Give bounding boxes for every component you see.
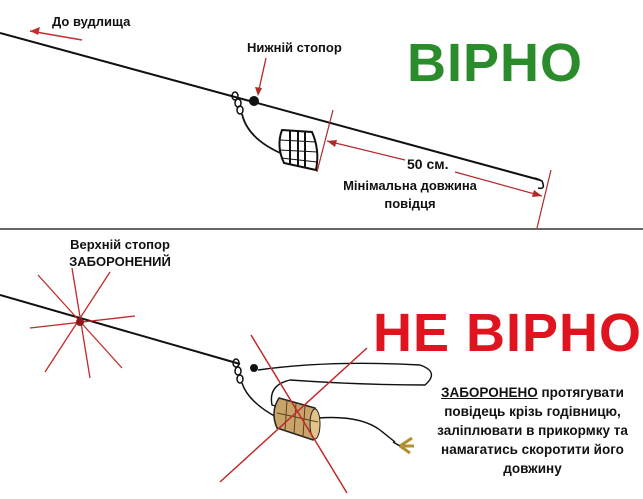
verdict-correct: ВІРНО [407,33,584,93]
to-rod-arrow [29,30,83,41]
wrong-rig [0,267,433,494]
stopper-bead-icon [249,96,259,106]
to-rod-label: До вудлища [52,14,131,29]
feeder-link [241,113,286,156]
verdict-wrong: НЕ ВІРНО [373,303,643,363]
swivel-icon [232,358,244,384]
min-length-label-1: Мінімальна довжина [343,178,477,193]
upper-stopper-label-2: ЗАБОРОНЕНИЙ [69,254,171,269]
main-line [0,32,541,181]
feeder-cage-icon [278,128,319,172]
main-line [0,294,241,365]
lower-stopper-label: Нижній стопор [247,40,342,55]
forbidden-x [219,334,368,494]
correct-rig [0,27,552,229]
leader-loop [257,362,433,443]
warning-emphasis: ЗАБОРОНЕНО [441,385,538,400]
distance-label: 50 см. [407,156,449,172]
min-length-label-2: повідця [384,196,436,211]
dimension-marker [316,109,552,229]
feeder-method-icon [273,397,321,441]
swivel-icon [231,91,244,115]
hook-icon [534,177,545,190]
upper-stopper-label-1: Верхній стопор [70,237,170,252]
stopper-bead-icon [76,318,84,326]
hook-bait-icon [392,436,414,455]
warning-text: ЗАБОРОНЕНО протягувати повідець крізь го… [437,385,628,476]
